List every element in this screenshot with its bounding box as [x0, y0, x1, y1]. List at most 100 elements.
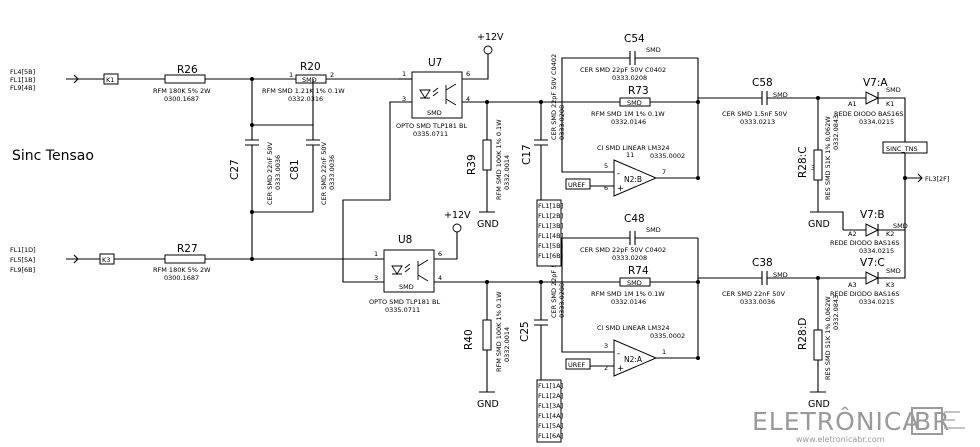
flag-fl4-5b: FL4[5B] — [10, 68, 35, 76]
svg-text:2: 2 — [604, 364, 608, 372]
capacitor-c48: C48 SMD CER SMD 22pF 50V C0402 0333.0208 — [580, 213, 698, 262]
diode-v7c: V7:C A3 K3 SMD REDE DIODO BAS16S 0334.02… — [830, 257, 901, 306]
resistor-r73: R73 SMD RFM SMD 1M 1% 0.1W 0332.0146 — [591, 85, 665, 126]
svg-text:4: 4 — [438, 274, 442, 282]
resistor-r39: GND R39 RFM SMD 100K 1% 0.1W 0332.0014 — [466, 100, 511, 230]
optocoupler-u7: U7 SMD 1 3 6 4 OPTO SMD TLP181 BL 0335.0… — [396, 57, 470, 138]
svg-text:SMD: SMD — [646, 46, 661, 54]
svg-text:K1: K1 — [106, 76, 114, 84]
svg-text:3: 3 — [402, 95, 406, 103]
svg-text:FL1[4B]: FL1[4B] — [538, 232, 563, 240]
svg-text:FL1[5A]: FL1[5A] — [538, 422, 563, 430]
svg-text:SMD: SMD — [427, 109, 442, 117]
capacitor-c54: C54 SMD CER SMD 22pF 50V C0402 0333.0208 — [580, 33, 698, 82]
svg-text:FL1[3A]: FL1[3A] — [538, 402, 563, 410]
supply-12v-bottom: +12V — [444, 210, 471, 221]
svg-text:SMD: SMD — [773, 271, 788, 279]
svg-text:C25: C25 — [519, 321, 531, 342]
svg-text:0333.0213: 0333.0213 — [740, 118, 775, 126]
svg-text:K2: K2 — [886, 230, 894, 238]
svg-text:CER SMD 22pF 50V C0402: CER SMD 22pF 50V C0402 — [580, 246, 666, 254]
svg-text:0333.0208: 0333.0208 — [612, 254, 647, 262]
svg-text:REDE DIODO BAS16S: REDE DIODO BAS16S — [830, 290, 899, 298]
svg-text:UREF: UREF — [568, 361, 585, 369]
opamp-n2b: - + N2:B 11 5 6 7 CI SMD LINEAR LM324 03… — [597, 144, 685, 197]
svg-text:K3: K3 — [102, 256, 110, 264]
svg-text:0333.0036: 0333.0036 — [274, 155, 282, 190]
svg-text:R73: R73 — [628, 85, 649, 97]
svg-text:SMD: SMD — [886, 86, 901, 94]
svg-text:FL1[2A]: FL1[2A] — [538, 392, 563, 400]
input-flags-bottom: FL1[1D] FL5[5A] FL9[6B] K3 — [10, 246, 165, 274]
svg-text:11: 11 — [626, 151, 634, 159]
svg-text:OPTO SMD TLP181 BL: OPTO SMD TLP181 BL — [369, 298, 440, 306]
svg-text:SMD: SMD — [646, 226, 661, 234]
svg-text:UREF: UREF — [568, 181, 585, 189]
supply-12v-top: +12V — [477, 32, 504, 43]
flag-stack-top: FL1[1B] FL1[2B] FL1[3B] FL1[4B] FL1[5B] … — [536, 199, 563, 267]
svg-text:R39: R39 — [466, 154, 478, 175]
svg-text:A1: A1 — [848, 100, 857, 108]
svg-text:RFM 180K 5% 2W: RFM 180K 5% 2W — [153, 266, 211, 274]
resistor-r28c-top: GND R28:C RES SMD 51K 1% 0,062W 0332.084… — [797, 98, 840, 230]
svg-text:R40: R40 — [463, 329, 475, 350]
capacitor-c58: C58 SMD CER SMD 1,5nF 50V 0333.0213 — [722, 77, 818, 126]
svg-text:CER SMD 1,5nF 50V: CER SMD 1,5nF 50V — [722, 110, 788, 118]
resistor-r26: R26 RFM 180K 5% 2W 0300.1687 — [153, 64, 211, 103]
svg-text:N2:B: N2:B — [624, 175, 642, 184]
svg-text:RES SMD 51K 1% 0,062W: RES SMD 51K 1% 0,062W — [824, 116, 832, 200]
svg-text:3: 3 — [811, 164, 815, 172]
svg-text:R28:D: R28:D — [797, 318, 809, 350]
svg-text:CER SMD 22pF 50V C0402: CER SMD 22pF 50V C0402 — [550, 232, 558, 318]
uref-label-top — [565, 178, 591, 190]
svg-text:1: 1 — [289, 71, 293, 79]
svg-text:+: + — [617, 364, 624, 374]
capacitor-c38: C38 SMD CER SMD 22nF 50V 0333.0036 — [722, 257, 818, 306]
opamp-n2a: - + N2:A 3 2 1 CI SMD LINEAR LM324 0335.… — [597, 324, 685, 377]
svg-text:SMD: SMD — [893, 222, 908, 230]
svg-text:0334.0215: 0334.0215 — [859, 247, 894, 255]
svg-text:-: - — [617, 169, 620, 179]
svg-text:4: 4 — [466, 95, 470, 103]
input-flags-top: FL4[5B] FL1[1B] FL9[4B] K1 — [10, 68, 165, 92]
svg-text:2: 2 — [330, 71, 334, 79]
svg-text:A3: A3 — [848, 281, 857, 289]
svg-text:C27: C27 — [229, 159, 241, 180]
svg-text:0333.0208: 0333.0208 — [612, 74, 647, 82]
svg-text:V7:B: V7:B — [860, 209, 885, 221]
svg-text:0332.0146: 0332.0146 — [611, 298, 646, 306]
svg-text:0333.0036: 0333.0036 — [740, 298, 775, 306]
diode-v7a: V7:A A1 K1 SMD REDE DIODO BAS16S 0334.02… — [834, 77, 903, 126]
svg-text:0334.0215: 0334.0215 — [859, 298, 894, 306]
svg-text:R20: R20 — [300, 61, 321, 73]
flag-fl1-1b: FL1[1B] — [10, 76, 35, 84]
svg-text:K3: K3 — [886, 281, 894, 289]
resistor-r27: R27 RFM 180K 5% 2W 0300.1687 — [153, 243, 211, 282]
svg-text:ELETRÔNICA: ELETRÔNICA — [752, 406, 920, 436]
svg-text:SINC_TNS: SINC_TNS — [886, 145, 918, 153]
svg-text:3: 3 — [374, 274, 378, 282]
svg-text:+: + — [617, 184, 624, 194]
svg-text:RFM SMD 100K 1% 0.1W: RFM SMD 100K 1% 0.1W — [495, 291, 503, 372]
svg-text:1: 1 — [402, 70, 406, 78]
svg-text:RFM SMD 100K 1% 0.1W: RFM SMD 100K 1% 0.1W — [495, 119, 503, 200]
svg-text:CI SMD LINEAR LM324: CI SMD LINEAR LM324 — [597, 324, 670, 332]
uref-label-bottom — [565, 358, 591, 370]
flag-fl9-4b: FL9[4B] — [10, 84, 35, 92]
svg-text:0335.0711: 0335.0711 — [385, 306, 420, 314]
flag-fl5-5a: FL5[5A] — [10, 256, 35, 264]
svg-text:N2:A: N2:A — [624, 355, 643, 364]
svg-text:0335.0002: 0335.0002 — [650, 152, 685, 160]
svg-text:SMD: SMD — [399, 283, 414, 291]
svg-text:OPTO SMD TLP181 BL: OPTO SMD TLP181 BL — [396, 122, 467, 130]
resistor-r28d-bottom: GND R28:D RES SMD 51K 1% 0,062W 0332.084… — [797, 278, 840, 410]
svg-text:CER SMD 22pF 50V C0402: CER SMD 22pF 50V C0402 — [580, 66, 666, 74]
svg-text:FL1[6A]: FL1[6A] — [538, 432, 563, 440]
svg-text:A2: A2 — [848, 230, 857, 238]
svg-text:RES SMD 51K 1% 0,062W: RES SMD 51K 1% 0,062W — [824, 296, 832, 380]
schematic-title: Sinc Tensao — [12, 148, 94, 164]
svg-text:CER SMD 22pF 50V C0402: CER SMD 22pF 50V C0402 — [550, 54, 558, 140]
svg-text:RFM SMD 1M 1% 0.1W: RFM SMD 1M 1% 0.1W — [591, 110, 665, 118]
svg-text:U7: U7 — [428, 57, 442, 69]
svg-text:SMD: SMD — [886, 267, 901, 275]
